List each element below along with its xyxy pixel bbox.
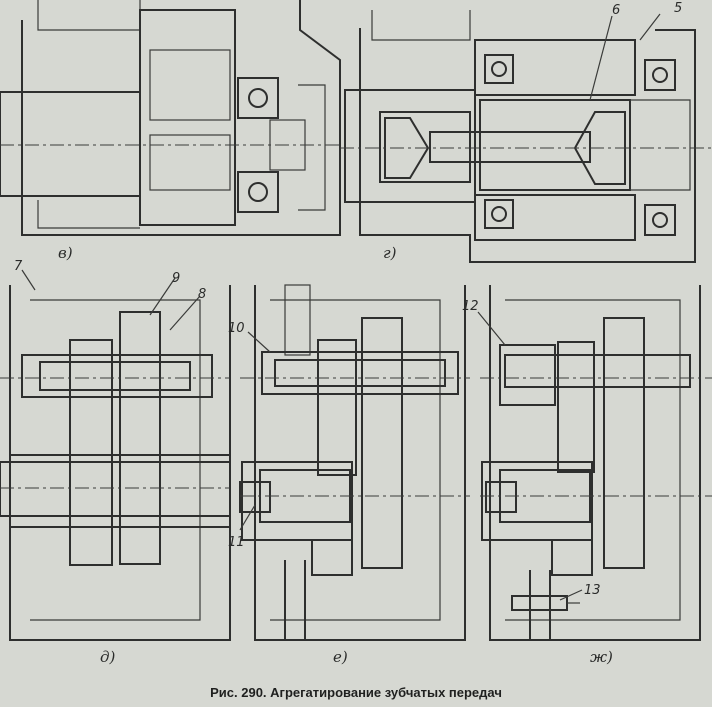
panel-e: 10 11 е) <box>228 284 470 666</box>
panel-label-v: в) <box>58 244 73 262</box>
callout-9: 9 <box>172 271 180 286</box>
gear-icon <box>317 339 357 476</box>
bolt-icon <box>511 595 568 611</box>
gear-icon <box>69 339 113 566</box>
panel-label-zh: ж) <box>590 648 613 666</box>
bearing-icon <box>237 171 279 213</box>
panel-v: в) <box>0 0 341 262</box>
panel-label-d: д) <box>100 648 116 666</box>
callout-6: 6 <box>612 3 620 18</box>
bearing-icon <box>644 204 676 236</box>
bearing-icon <box>237 77 279 119</box>
callout-7: 7 <box>14 259 23 274</box>
gear-icon <box>557 341 595 473</box>
panel-label-e: е) <box>333 648 348 666</box>
gear-icon <box>361 317 403 569</box>
bearing-icon <box>484 54 514 84</box>
panel-d: 7 9 8 д) <box>0 259 231 666</box>
gear-icon <box>603 317 645 569</box>
panel-g: 6 5 г) <box>340 1 712 263</box>
callout-13: 13 <box>584 583 601 598</box>
callout-12: 12 <box>462 299 479 314</box>
bearing-icon <box>644 59 676 91</box>
bearing-icon <box>484 199 514 229</box>
callout-5: 5 <box>674 1 682 16</box>
figure-caption: Рис. 290. Агрегатирование зубчатых перед… <box>210 685 502 700</box>
callout-11: 11 <box>228 535 245 550</box>
gear-icon <box>119 311 161 565</box>
callout-8: 8 <box>198 287 206 302</box>
panel-label-g: г) <box>383 244 397 262</box>
callout-10: 10 <box>228 321 245 336</box>
panel-zh: 12 13 ж) <box>462 285 712 666</box>
